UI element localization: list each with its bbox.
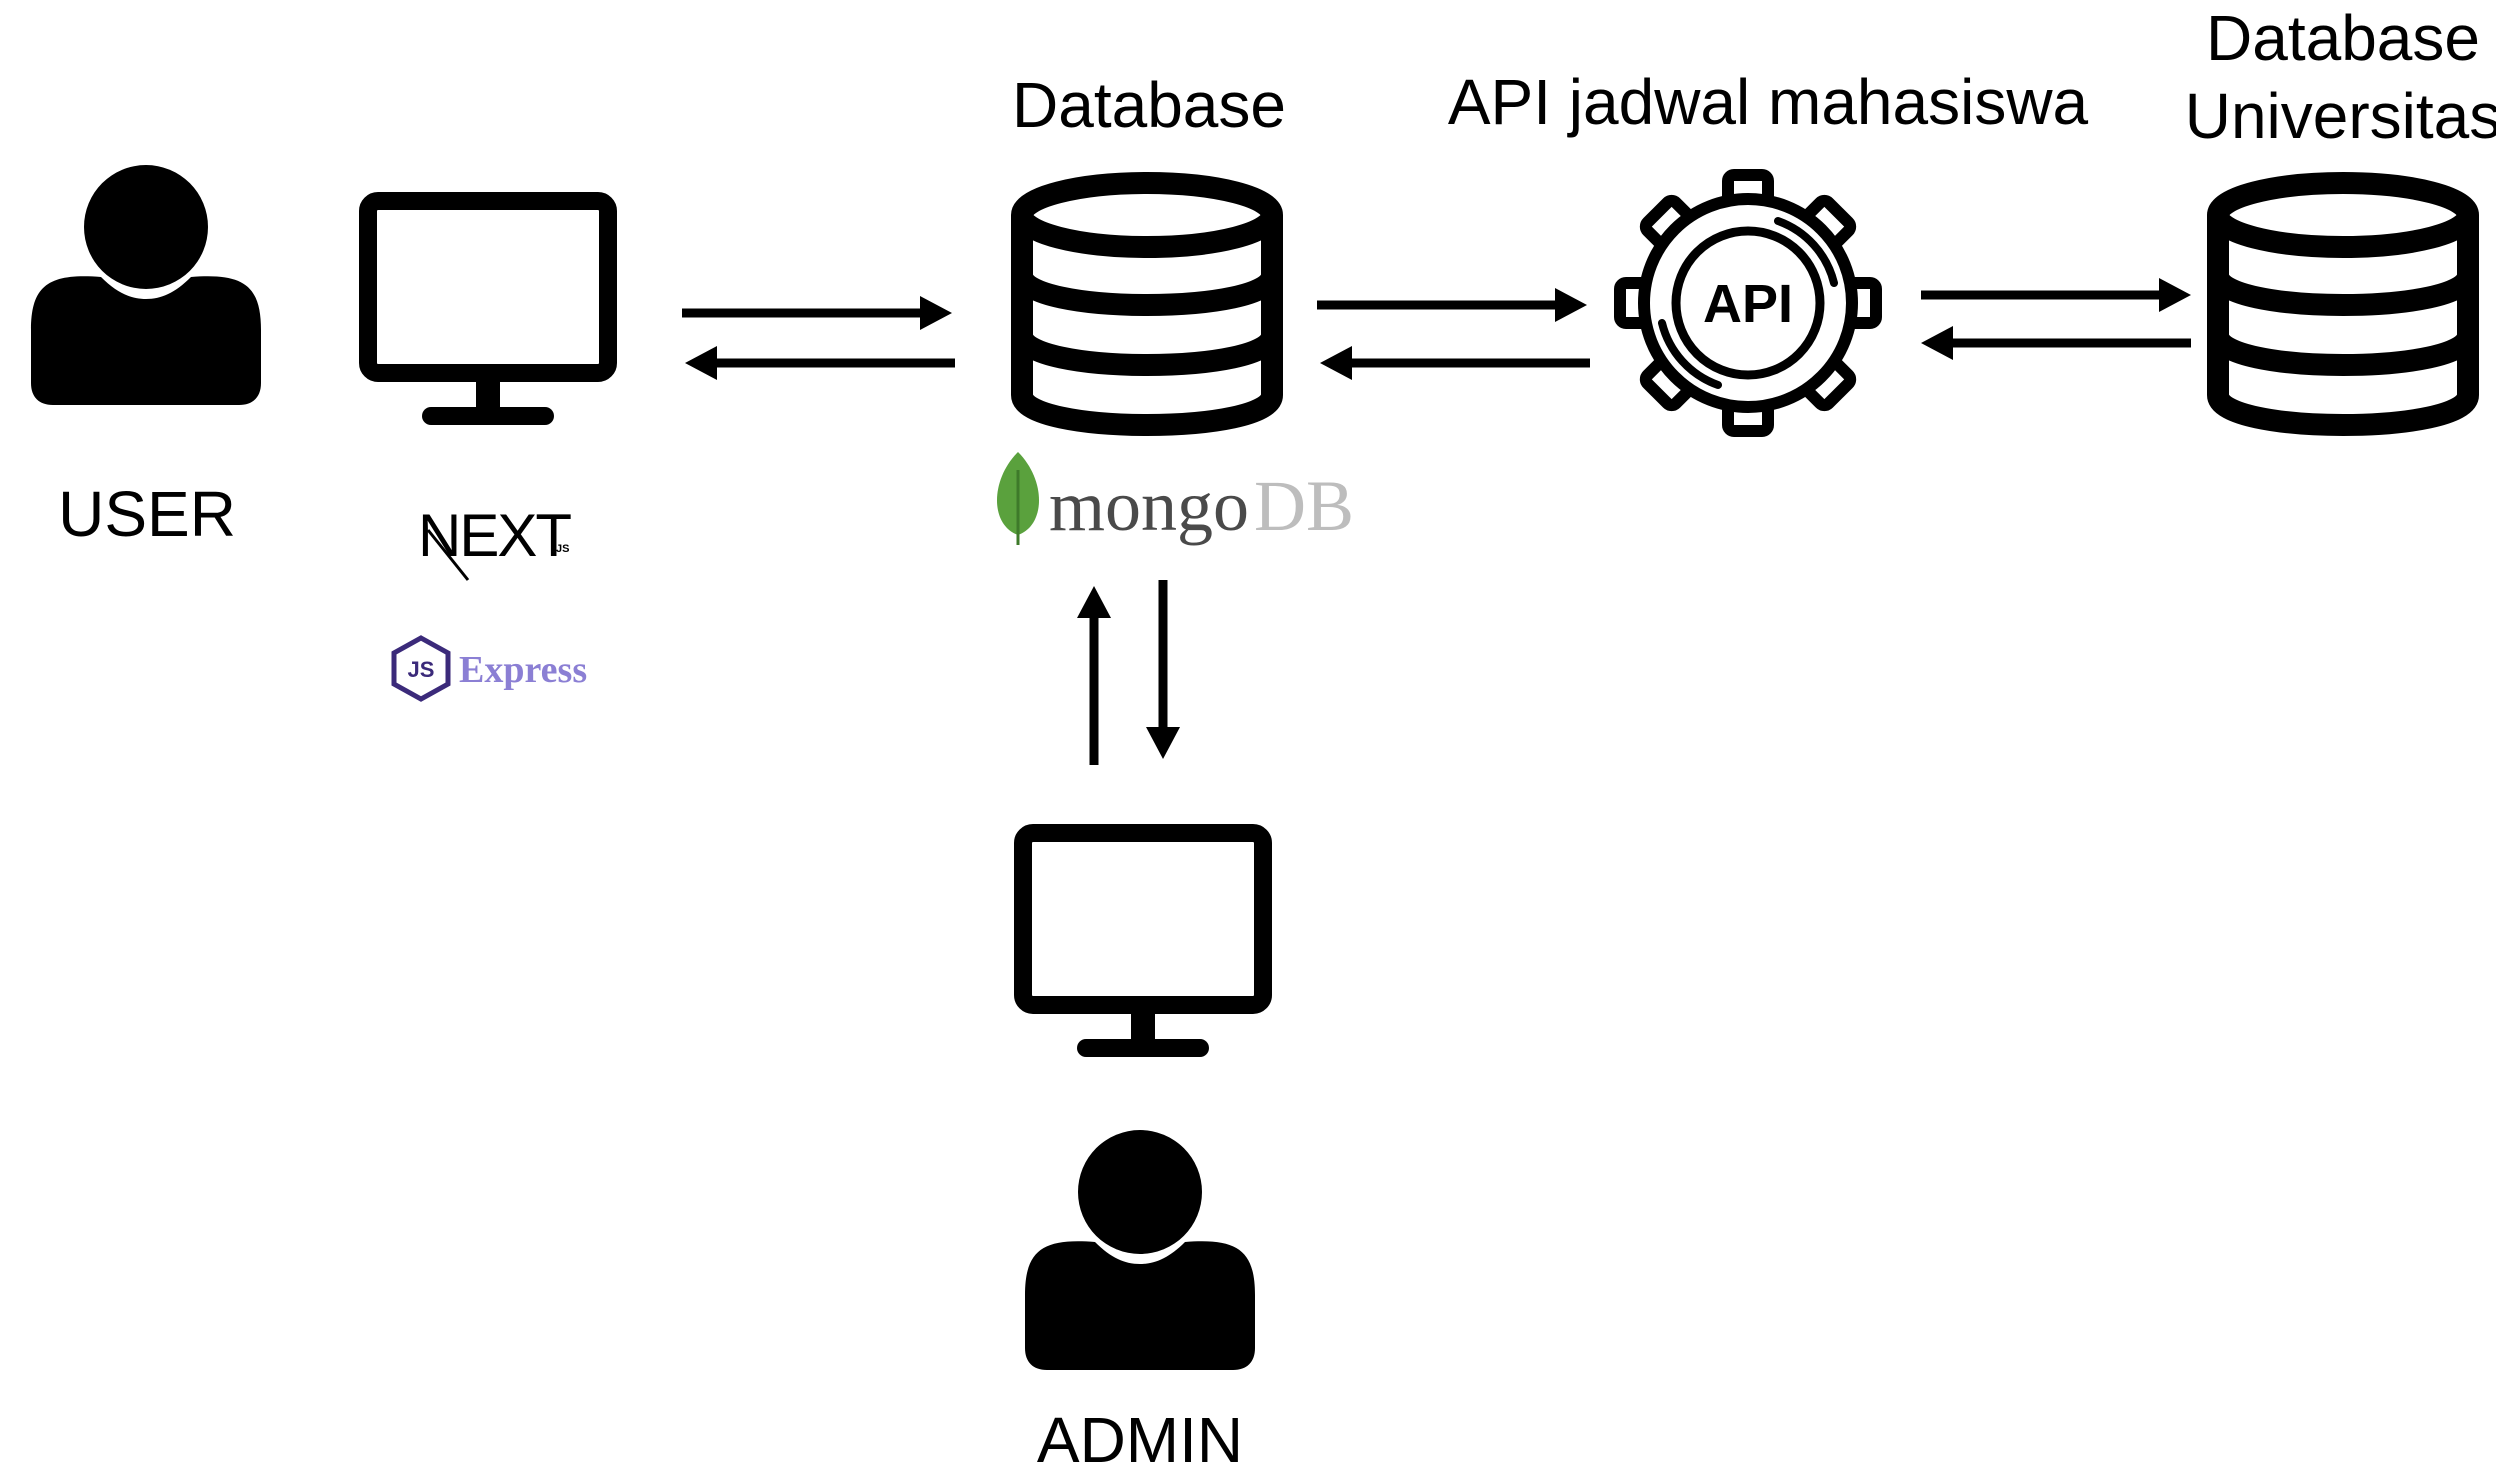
nextjs-logo: NEXT .JS [418,502,573,581]
api-label: API jadwal mahasiswa [1448,66,2089,138]
mongodb-logo-text-b: DB [1254,466,1354,546]
admin-monitor-icon [1023,833,1263,1057]
arrow-database-to-admin [1146,580,1180,759]
nodejs-badge-text: JS [408,657,435,682]
monitor-icon [368,201,608,425]
arrow-admin-to-database [1077,586,1111,765]
arrow-from-database [685,346,955,380]
api-gear-text: API [1703,274,1793,334]
database-icon [1022,183,1272,425]
database-universitas-label-line1: Database [2206,2,2480,74]
nextjs-logo-text: NEXT [418,502,571,569]
express-logo: JS Express [391,635,587,702]
nodejs-hexagon-icon [391,635,451,702]
user-label: USER [58,478,236,550]
arrow-to-api [1317,288,1587,322]
arrow-from-database-universitas [1921,326,2191,360]
database-label: Database [1012,69,1286,141]
admin-icon [1025,1130,1255,1370]
user-icon [31,165,261,405]
admin-label: ADMIN [1037,1404,1243,1471]
nextjs-logo-sub: .JS [553,543,570,555]
database-universitas-icon [2218,183,2468,425]
express-logo-text: Express [459,649,587,691]
arrow-to-database-universitas [1921,278,2191,312]
arrow-to-database [682,296,952,330]
api-gear-icon: API [1614,169,1882,437]
mongodb-logo-text-a: mongo [1049,466,1249,546]
arrow-from-api [1320,346,1590,380]
database-universitas-label-line2: Universitas [2185,80,2496,152]
mongodb-logo: mongo DB [997,452,1354,546]
